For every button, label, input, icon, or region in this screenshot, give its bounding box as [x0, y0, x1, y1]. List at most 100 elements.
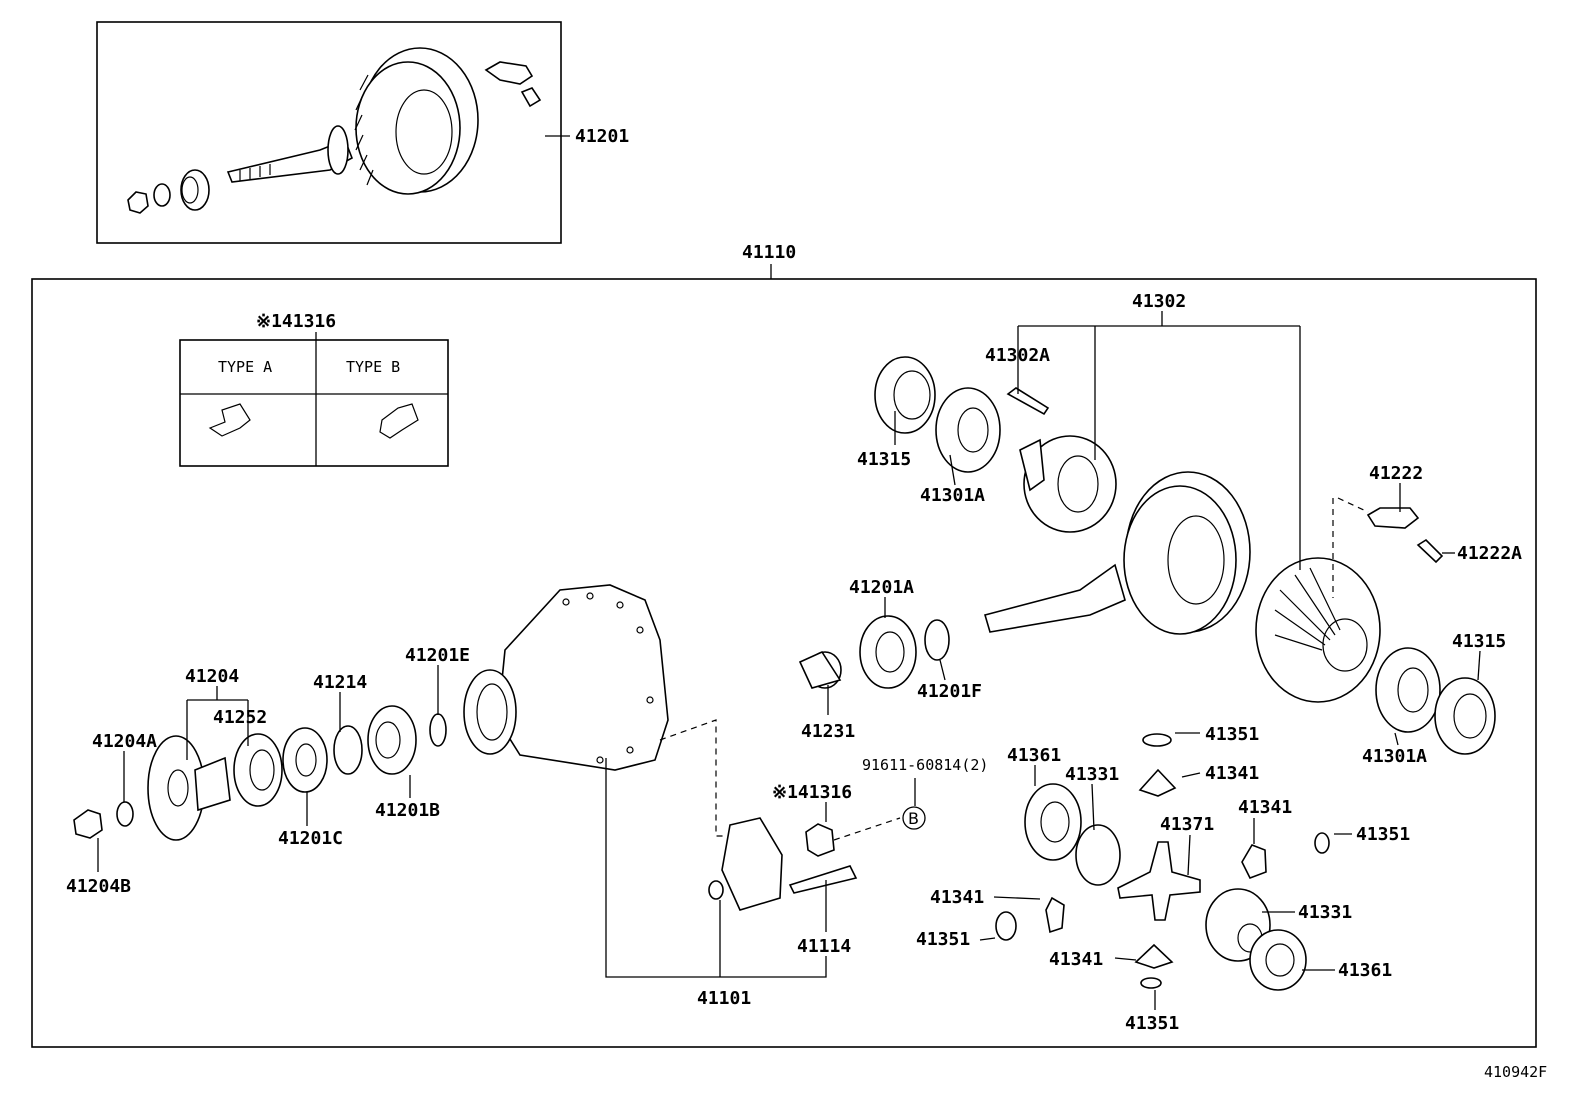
label-41201F: 41201F: [917, 681, 982, 702]
washer-icon: [116, 801, 134, 827]
clip-icon: [484, 61, 534, 85]
clip-type-table: [179, 339, 449, 467]
label-41201: 41201: [575, 126, 629, 147]
label-41315-right: 41315: [1452, 631, 1506, 652]
spider-gear-icon: [1117, 841, 1201, 921]
label-41341-a: 41341: [1205, 763, 1259, 784]
thrust-washer-icon: [1249, 929, 1307, 991]
bearing-icon: [367, 705, 417, 775]
spacer-icon: [153, 183, 171, 207]
bearing-icon: [859, 615, 917, 689]
carrier-cap-dash: [659, 719, 740, 837]
bolt-icon: [788, 865, 858, 894]
type-a-header: TYPE A: [218, 358, 272, 376]
clip-dash-right-2: [1337, 497, 1369, 513]
label-41204A: 41204A: [92, 731, 157, 752]
oil-seal-icon: [233, 733, 283, 807]
clip-icon: [805, 823, 835, 857]
bolt-icon: [1416, 538, 1444, 564]
label-41201A: 41201A: [849, 577, 914, 598]
pinion-shaft-icon: [226, 125, 354, 183]
bearing-cap-icon: [721, 817, 783, 911]
clip-icon: [379, 403, 419, 439]
spacer-icon: [708, 880, 724, 900]
label-41351-a: 41351: [1205, 724, 1259, 745]
label-41316: ※141316: [772, 782, 852, 803]
spider-gear-icon: [1075, 824, 1121, 886]
clip-icon: [1366, 507, 1420, 529]
label-41341-c: 41341: [930, 887, 984, 908]
nut-icon: [73, 809, 103, 839]
label-41222: 41222: [1369, 463, 1423, 484]
label-41204: 41204: [185, 666, 239, 687]
label-41214: 41214: [313, 672, 367, 693]
label-41371: 41371: [1160, 814, 1214, 835]
ring-gear-kit-frame: [96, 21, 562, 244]
bolt-icon: [520, 87, 542, 108]
label-41201E: 41201E: [405, 645, 470, 666]
label-41101: 41101: [697, 988, 751, 1009]
assembly-frame: [31, 278, 1537, 1048]
label-41361-top: 41361: [1007, 745, 1061, 766]
spacer-icon: [798, 650, 842, 689]
clip-dash-center: [833, 817, 901, 841]
pinion-shaft-icon: [984, 563, 1126, 633]
diagram-id: 410942F: [1484, 1063, 1547, 1081]
spacer-icon: [429, 713, 447, 747]
adjusting-nut-icon: [1434, 677, 1496, 755]
label-41201C: 41201C: [278, 828, 343, 849]
label-41341-d: 41341: [1049, 949, 1103, 970]
ring-gear-icon: [354, 47, 479, 195]
label-41315-top: 41315: [857, 449, 911, 470]
ref-b-circle: [902, 806, 926, 830]
nut-icon: [127, 191, 149, 214]
companion-flange-icon: [147, 735, 231, 841]
label-41302A: 41302A: [985, 345, 1050, 366]
spider-gear-icon: [1045, 896, 1065, 934]
washer-icon: [333, 725, 363, 775]
oil-seal-icon: [282, 727, 328, 793]
adjusting-nut-icon: [874, 356, 936, 434]
label-41331-top: 41331: [1065, 764, 1119, 785]
type-b-header: TYPE B: [346, 358, 400, 376]
label-41301A-top: 41301A: [920, 485, 985, 506]
washer-icon: [1140, 977, 1162, 989]
label-41204B: 41204B: [66, 876, 131, 897]
ring-gear-icon: [1123, 471, 1251, 635]
label-41110: 41110: [742, 242, 796, 263]
washer-icon: [995, 911, 1017, 941]
washer-icon: [1314, 832, 1330, 854]
bearing-icon: [180, 169, 210, 211]
bearing-icon: [935, 387, 1001, 473]
label-41201B: 41201B: [375, 800, 440, 821]
spider-gear-icon: [1138, 768, 1177, 797]
clip-icon: [208, 403, 251, 437]
label-41331-b: 41331: [1298, 902, 1352, 923]
label-41361-b: 41361: [1338, 960, 1392, 981]
thrust-washer-icon: [1024, 783, 1082, 861]
label-41351-c: 41351: [916, 929, 970, 950]
label-41302: 41302: [1132, 291, 1186, 312]
label-41301A-right: 41301A: [1362, 746, 1427, 767]
bolt-spec-label: 91611-60814(2): [862, 756, 988, 774]
label-41222A: 41222A: [1457, 543, 1522, 564]
washer-icon: [1142, 733, 1172, 747]
label-41341-b: 41341: [1238, 797, 1292, 818]
label-41351-d: 41351: [1125, 1013, 1179, 1034]
washer-icon: [924, 619, 950, 661]
differential-case-icon: [1019, 435, 1117, 533]
differential-case-icon: [1255, 557, 1381, 703]
spider-gear-icon: [1134, 943, 1174, 969]
ref-b-label: B: [908, 809, 919, 828]
leader-lines: [97, 311, 1481, 1010]
spider-gear-icon: [1241, 844, 1267, 880]
label-41231: 41231: [801, 721, 855, 742]
bearing-icon: [1375, 647, 1441, 733]
bolt-icon: [1006, 387, 1050, 416]
label-41351-b: 41351: [1356, 824, 1410, 845]
differential-carrier-icon: [463, 584, 669, 771]
label-41252: 41252: [213, 707, 267, 728]
clip-table-title: ※141316: [256, 311, 336, 332]
label-41114: 41114: [797, 936, 851, 957]
